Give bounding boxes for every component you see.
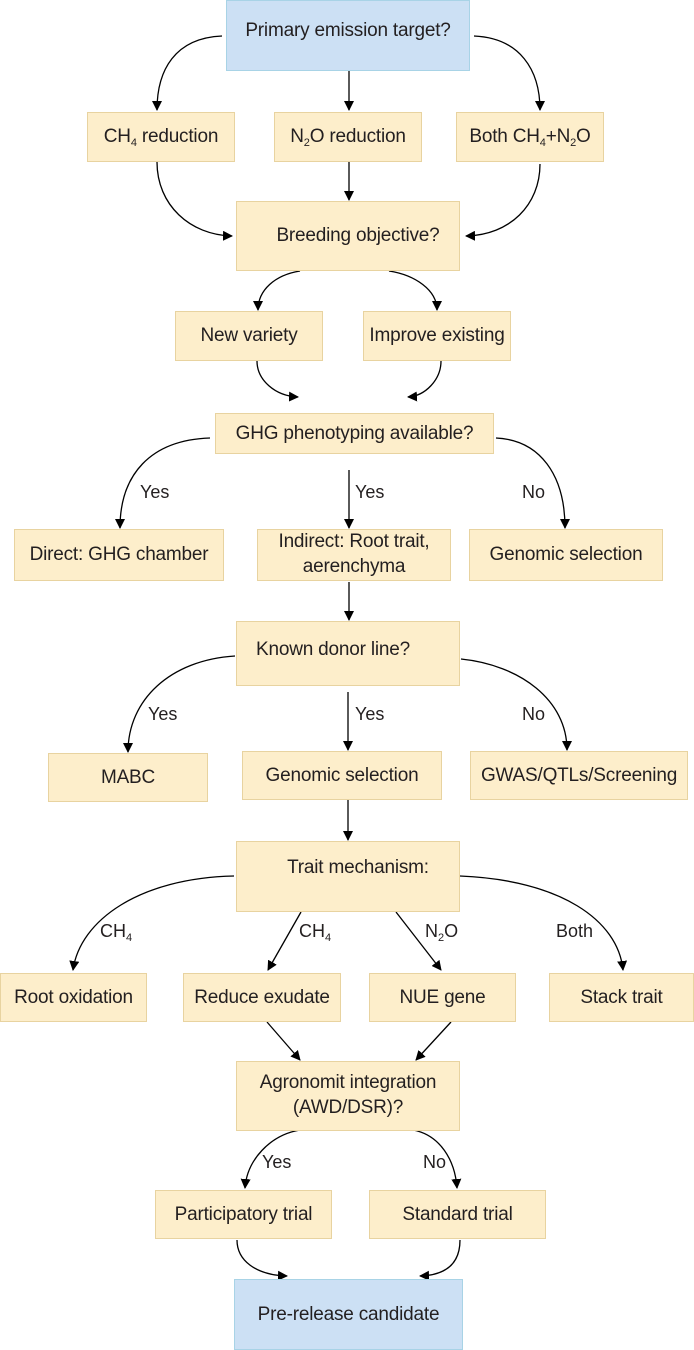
edge-particip-prerelease [236, 1239, 288, 1281]
node-stack-trait: Stack trait [549, 973, 694, 1022]
direct-label: Direct: GHG chamber [29, 544, 209, 566]
node-primary-emission-target: Primary emission target? [226, 0, 470, 71]
node-both-ch4-n2o: Both CH4+N2O [456, 112, 604, 162]
edge-trait-stack [459, 875, 628, 971]
edge-trait-nue [395, 911, 442, 971]
indirect-label-2: aerenchyma [302, 556, 406, 577]
both-label: Both CH4+N2O [469, 126, 591, 150]
node-known-donor-line: Known donor line? [236, 621, 460, 686]
standard-label: Standard trial [402, 1203, 513, 1225]
edge-both-breeding [465, 163, 541, 241]
node-direct-ghg-chamber: Direct: GHG chamber [14, 529, 224, 581]
edge-standard-prerelease [419, 1239, 461, 1281]
edge-label-donor-no: No [522, 704, 546, 724]
node-mabc: MABC [48, 753, 208, 802]
root-ox-label: Root oxidation [14, 986, 133, 1008]
edge-improve-ghg [407, 360, 442, 402]
gwas-label: GWAS/QTLs/Screening [480, 764, 678, 786]
edge-label-donor-yes-1: Yes [148, 704, 178, 724]
particip-label: Participatory trial [174, 1203, 313, 1225]
edge-ch4-breeding [156, 161, 233, 241]
node-trait-mechanism: Trait mechanism: [236, 841, 460, 912]
indirect-label-1: Indirect: Root trait, [278, 531, 430, 553]
edge-label-agro-no: No [423, 1152, 447, 1172]
edge-label-trait-ch4-a: CH4 [100, 921, 133, 944]
ch4-label: CH4 reduction [103, 126, 219, 150]
edge-primary-both [473, 35, 545, 111]
breeding-label: Breeding objective? [276, 225, 440, 247]
edge-trait-rootox [69, 875, 235, 971]
genomic2-label: Genomic selection [265, 764, 419, 786]
node-indirect-root-trait: Indirect: Root trait, aerenchyma [257, 529, 451, 581]
ghg-label: GHG phenotyping available? [235, 422, 474, 444]
edge-label-ghg-no: No [522, 482, 546, 502]
node-ch4-reduction: CH4 reduction [87, 112, 235, 162]
node-genomic-selection-2: Genomic selection [242, 751, 442, 800]
edge-label-trait-n2o: N2O [425, 921, 459, 944]
edge-label-agro-yes: Yes [262, 1152, 292, 1172]
agro-label-2: (AWD/DSR)? [292, 1097, 404, 1118]
edge-new-ghg [256, 360, 299, 402]
prerelease-label: Pre-release candidate [257, 1303, 440, 1325]
n2o-label: N2O reduction [290, 126, 406, 150]
node-pre-release-candidate: Pre-release candidate [234, 1279, 463, 1350]
node-genomic-selection-1: Genomic selection [469, 529, 663, 581]
node-root-oxidation: Root oxidation [0, 973, 147, 1022]
edge-nue-agro [415, 1021, 452, 1061]
edge-breeding-improve [388, 270, 442, 311]
edge-ghg-genomic [495, 437, 570, 529]
edge-ghg-direct [115, 437, 211, 529]
node-n2o-reduction: N2O reduction [274, 112, 422, 162]
edge-breeding-new [253, 270, 301, 311]
edge-donor-gwas [460, 658, 572, 751]
node-gwas-qtls-screening: GWAS/QTLs/Screening [470, 751, 688, 800]
stack-label: Stack trait [580, 986, 663, 1008]
genomic1-label: Genomic selection [489, 544, 643, 566]
edge-label-donor-yes-2: Yes [355, 704, 385, 724]
edge-label-trait-ch4-b: CH4 [299, 921, 332, 944]
nue-label: NUE gene [399, 986, 486, 1008]
new-variety-label: New variety [200, 325, 298, 347]
node-breeding-objective: Breeding objective? [236, 201, 460, 271]
agro-label-1: Agronomit integration [259, 1072, 437, 1094]
edge-agro-standard [412, 1129, 462, 1189]
edge-trait-exudate [267, 911, 302, 971]
edge-agro-particip [240, 1129, 301, 1189]
edge-primary-ch4 [152, 35, 223, 111]
node-standard-trial: Standard trial [369, 1190, 546, 1239]
edge-label-ghg-yes-1: Yes [140, 482, 170, 502]
node-nue-gene: NUE gene [369, 973, 516, 1022]
mabc-label: MABC [100, 766, 156, 788]
node-improve-existing: Improve existing [363, 311, 511, 361]
edge-donor-mabc [123, 655, 236, 753]
edge-label-ghg-yes-2: Yes [355, 482, 385, 502]
edge-label-trait-both: Both [556, 921, 594, 941]
node-primary-label: Primary emission target? [245, 19, 451, 41]
improve-label: Improve existing [369, 325, 505, 347]
trait-label: Trait mechanism: [287, 856, 429, 878]
donor-label: Known donor line? [256, 638, 410, 660]
node-reduce-exudate: Reduce exudate [183, 973, 341, 1022]
node-agronomit-integration: Agronomit integration (AWD/DSR)? [236, 1061, 460, 1131]
node-participatory-trial: Participatory trial [155, 1190, 332, 1239]
exudate-label: Reduce exudate [194, 986, 330, 1008]
node-ghg-phenotyping: GHG phenotyping available? [215, 413, 494, 454]
edge-exudate-agro [266, 1021, 301, 1061]
node-new-variety: New variety [175, 311, 323, 361]
